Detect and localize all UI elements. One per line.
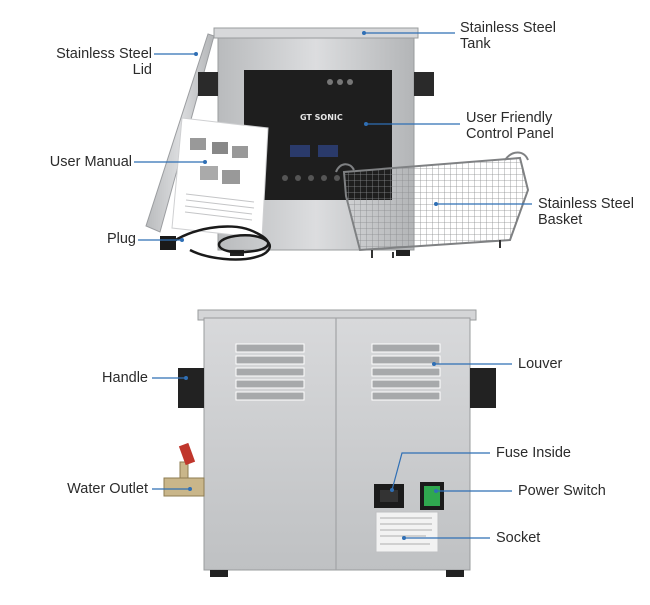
- label-stainless-steel-basket: Stainless Steel Basket: [538, 196, 634, 228]
- label-line: Basket: [538, 212, 583, 228]
- water-outlet-valve: [163, 442, 205, 497]
- label-power-switch: Power Switch: [518, 483, 606, 499]
- rear-left-handle: [178, 368, 204, 408]
- right-handle: [414, 72, 434, 96]
- label-line: User Friendly: [466, 110, 553, 126]
- louver-left: [235, 343, 305, 401]
- bottom-cleaner: [163, 309, 496, 577]
- label-fuse-inside: Fuse Inside: [496, 445, 571, 461]
- label-user-manual: User Manual: [49, 154, 132, 170]
- label-line: Tank: [460, 36, 491, 52]
- label-line: Stainless Steel: [538, 196, 634, 212]
- louver-right: [371, 343, 441, 401]
- label-stainless-steel-lid: Stainless Steel Lid: [40, 46, 152, 78]
- label-line: Stainless Steel: [56, 46, 152, 62]
- label-stainless-steel-tank: Stainless Steel Tank: [460, 20, 556, 52]
- label-handle: Handle: [102, 370, 148, 386]
- label-socket: Socket: [496, 530, 541, 546]
- label-plug: Plug: [106, 231, 136, 247]
- label-louver: Louver: [518, 356, 563, 372]
- label-user-friendly-control-panel: User Friendly Control Panel: [466, 110, 554, 142]
- left-handle: [198, 72, 218, 96]
- user-manual: [171, 117, 269, 239]
- leader-lines: [134, 31, 532, 540]
- rating-label: [375, 511, 439, 553]
- label-water-outlet: Water Outlet: [67, 481, 148, 497]
- brand-logo: GT SONIC: [300, 113, 343, 122]
- rear-right-handle: [470, 368, 496, 408]
- label-line: Stainless Steel: [460, 20, 556, 36]
- label-line: Control Panel: [466, 126, 554, 142]
- label-line: Lid: [132, 62, 152, 78]
